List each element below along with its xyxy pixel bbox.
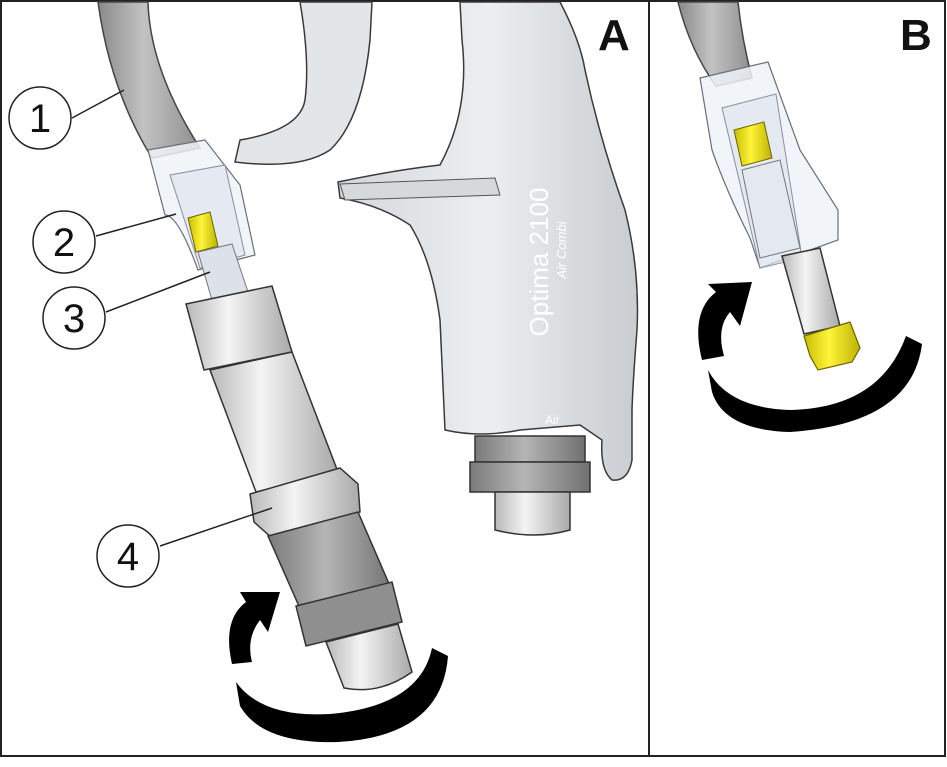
callout-2-label: 2 [53, 221, 75, 265]
rotation-arrow-b [698, 282, 922, 432]
trigger [234, 1, 373, 166]
nipple-a [324, 623, 413, 691]
gun-handle [337, 1, 639, 481]
panel-b-label: B [900, 11, 932, 60]
callout-1: 1 [8, 86, 125, 150]
callout-1-label: 1 [29, 97, 51, 141]
panel-a-label: A [598, 11, 630, 60]
callout-4: 4 [96, 507, 273, 588]
gun-body: Optima 2100 Air Combi Air [234, 1, 639, 536]
hose-assembly-b [677, 1, 861, 371]
callout-4-label: 4 [117, 535, 139, 579]
yellow-nut-b [803, 321, 861, 371]
gun-air-inlet-nut [474, 435, 586, 463]
yellow-ring-a [187, 211, 219, 253]
hex-nut-a [249, 467, 361, 539]
callout-2: 2 [32, 210, 177, 274]
panel-b-frame [648, 0, 946, 757]
callout-3-label: 3 [63, 297, 85, 341]
yellow-ring-b [733, 121, 773, 167]
rotation-arrow-a [229, 592, 448, 743]
hose-assembly-a [97, 1, 413, 691]
gun-model-text: Optima 2100 [524, 188, 554, 337]
gun-variant-text: Air Combi [554, 220, 569, 279]
callout-3: 3 [42, 271, 211, 350]
air-port-label: Air [545, 413, 560, 427]
air-hose-a [97, 1, 202, 159]
